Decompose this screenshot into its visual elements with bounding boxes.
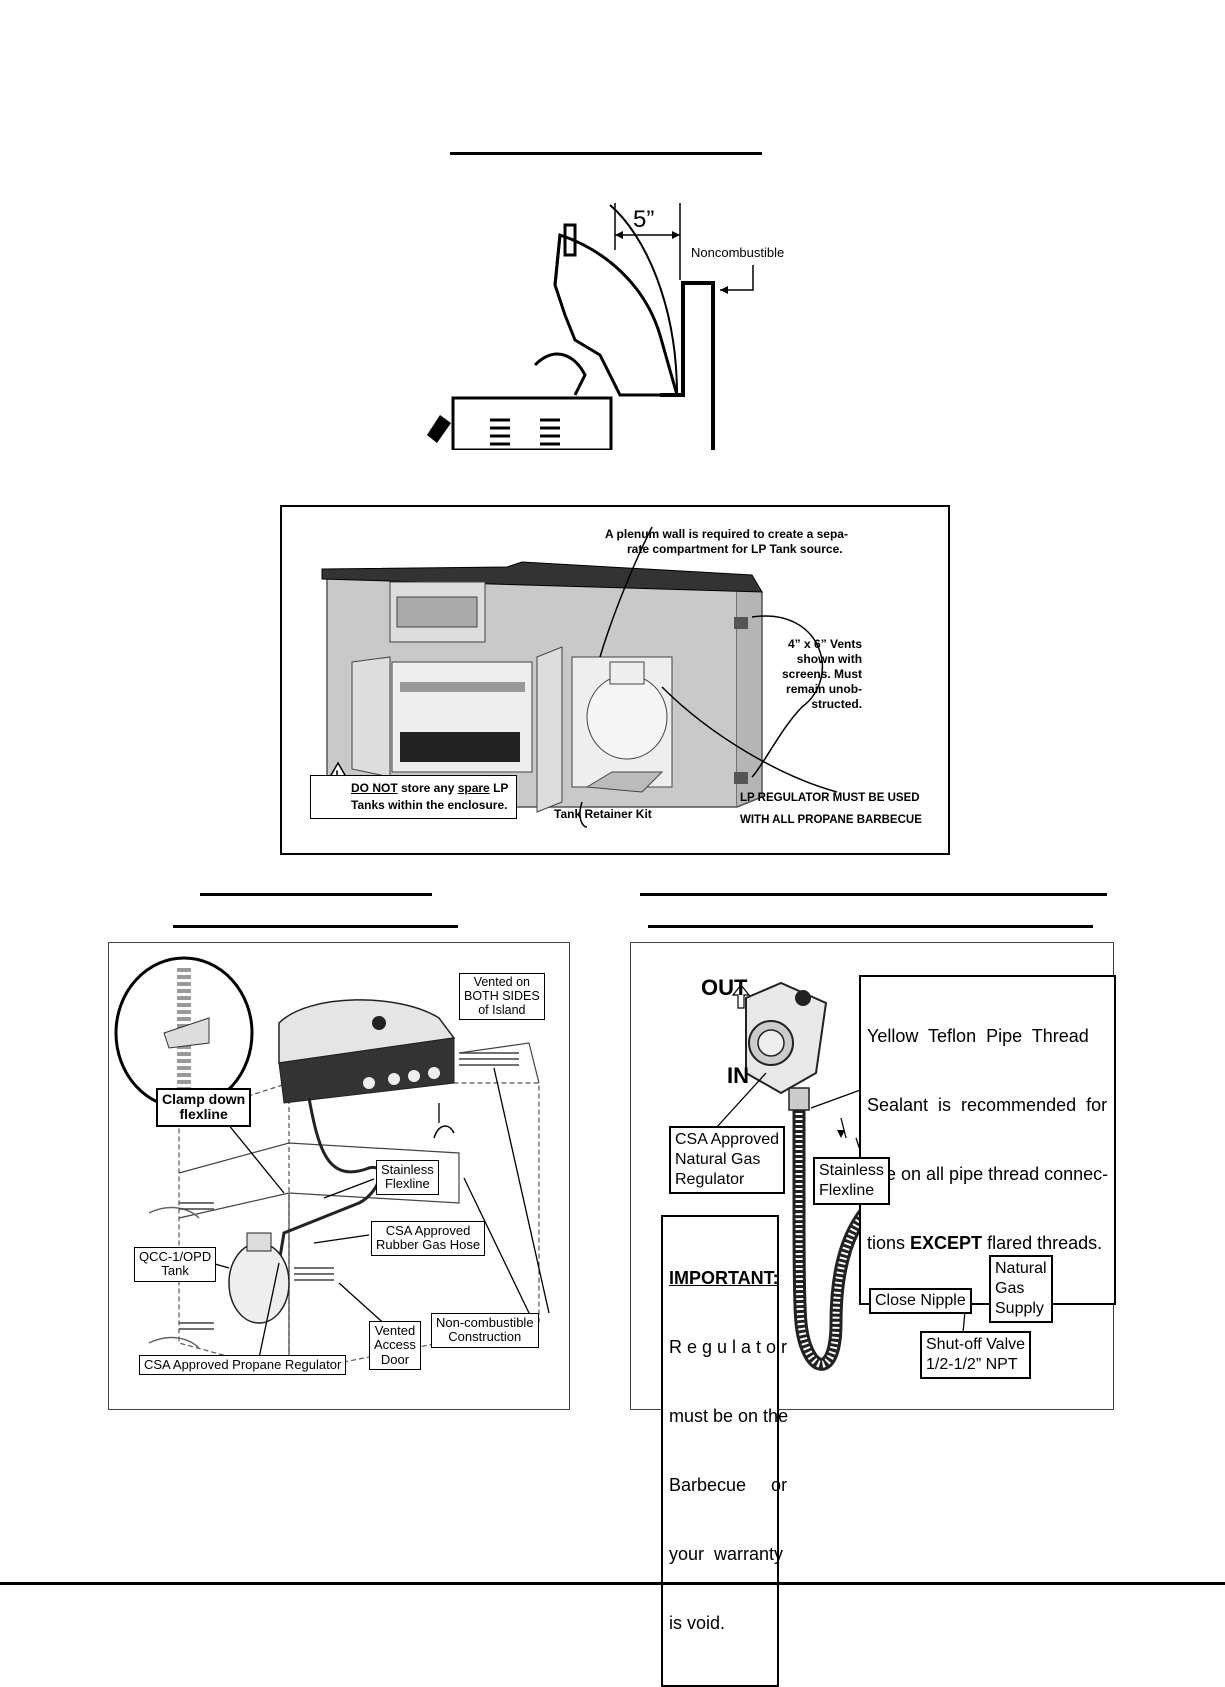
important-note: IMPORTANT: R e g u l a t o r must be on … [661,1215,788,1687]
tank-retainer-label: Tank Retainer Kit [554,807,652,821]
title-underline [450,152,762,155]
in-label: IN [727,1063,749,1088]
stainless-flexline-label: Stainless Flexline [376,1160,439,1195]
tank-label: QCC-1/OPD Tank [134,1247,217,1282]
natural-gas-heading-rule-1 [640,893,1107,896]
propane-heading-rule-1 [200,893,432,896]
noncombustible-label: Noncombustible [691,245,784,260]
rubber-hose-label: CSA Approved Rubber Gas Hose [371,1221,486,1256]
clearance-dimension: 5” [633,206,654,233]
out-label: OUT [701,975,748,1000]
vented-sides-label: Vented on BOTH SIDES of Island [459,973,545,1021]
lp-regulator-note: LP REGULATOR MUST BE USED WITH ALL PROPA… [740,792,922,826]
stainless-flexline-label: Stainless Flexline [813,1157,890,1205]
vents-note: 4” x 6” Vents shown with screens. Must r… [782,637,863,711]
propane-heading-rule-2 [173,925,458,928]
natural-gas-heading-rule-2 [648,925,1093,928]
spare-tank-warning: DO NOT store any spare LP Tanks within t… [310,775,518,819]
propane-install-panel: Clamp down flexline Vented on BOTH SIDES… [108,942,570,1410]
ng-supply-label: Natural Gas Supply [989,1255,1053,1323]
close-nipple-label: Close Nipple [869,1288,972,1314]
plenum-note: A plenum wall is required to create a se… [605,527,848,556]
construction-label: Non-combustible Construction [431,1313,539,1348]
clearance-diagram: 5” Noncombustible [415,195,835,452]
lp-enclosure-panel: ! A plenum wall is required to create a … [280,505,950,855]
propane-regulator-label: CSA Approved Propane Regulator [139,1355,347,1376]
ng-regulator-label: CSA Approved Natural Gas Regulator [669,1126,786,1194]
sealant-note: Yellow Teflon Pipe Thread Sealant is rec… [859,975,1117,1305]
clamp-flexline-label: Clamp down flexline [156,1088,252,1127]
natural-gas-install-panel: OUT IN Yellow Teflon Pipe Thread Sealant… [630,942,1117,1687]
access-door-label: Vented Access Door [369,1321,421,1370]
shutoff-valve-label: Shut-off Valve 1/2-1/2” NPT [920,1331,1032,1379]
footer-rule [0,1582,1225,1585]
